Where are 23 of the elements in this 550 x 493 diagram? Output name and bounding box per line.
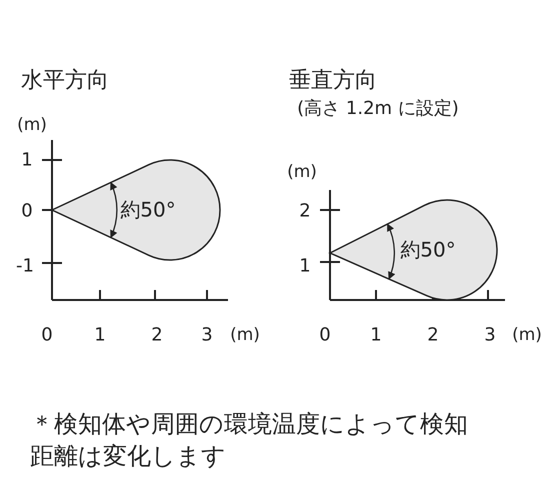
tick-label: 1 [94, 324, 106, 346]
panel-title: 水平方向 [21, 67, 109, 95]
tick-label: 3 [201, 324, 213, 346]
tick-label: 1 [21, 150, 33, 170]
angle-label: 約50° [400, 236, 456, 264]
tick-label: 2 [151, 324, 163, 346]
unit-label: (m) [17, 115, 47, 135]
tick-label: 1 [370, 324, 382, 346]
tick-label: 0 [21, 200, 33, 222]
tick-label: 0 [41, 324, 53, 346]
angle-label: 約50° [120, 196, 176, 224]
panel-subtitle: (高さ 1.2m に設定) [297, 97, 459, 120]
unit-label: (m) [230, 325, 260, 345]
tick-label: 2 [427, 324, 439, 346]
panel-title: 垂直方向 [289, 67, 377, 95]
unit-label: (m) [512, 325, 542, 345]
footnote: ＊検知体や周囲の環境温度によって検知距離は変化します [30, 409, 469, 472]
unit-label: (m) [287, 162, 317, 182]
tick-label: 0 [319, 324, 331, 346]
tick-label: 1 [299, 256, 311, 276]
tick-label: 3 [484, 324, 496, 346]
tick-label: 2 [299, 200, 311, 222]
tick-label: -1 [16, 256, 34, 276]
